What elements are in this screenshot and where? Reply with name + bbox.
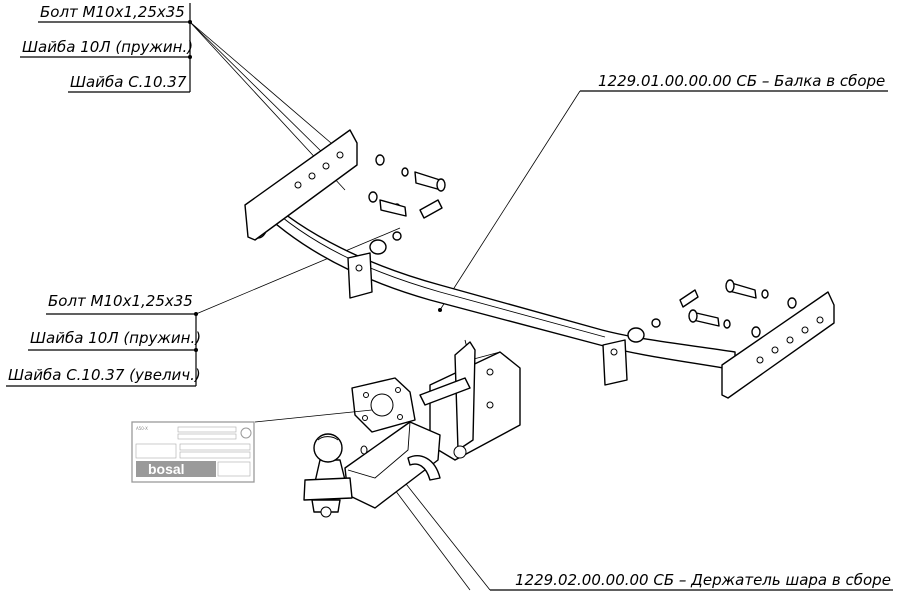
center-bracket xyxy=(419,339,521,461)
label-group-beam: 1229.01.00.00.00 СБ – Балка в сборе xyxy=(438,72,888,312)
label-group-mid: Болт М10х1,25х35 Шайба 10Л (пружин.) Шай… xyxy=(6,227,401,387)
label-bolt-top: Болт М10х1,25х35 xyxy=(40,3,185,21)
info-plate: A50-X bosal xyxy=(131,421,255,483)
label-washer-top: Шайба С.10.37 xyxy=(70,73,187,91)
label-ball-holder-assembly: 1229.02.00.00.00 СБ – Держатель шара в с… xyxy=(515,571,891,589)
label-group-ball: 1229.02.00.00.00 СБ – Держатель шара в с… xyxy=(379,469,893,591)
crossbar-beam xyxy=(244,129,835,399)
label-group-top: Болт М10х1,25х35 Шайба 10Л (пружин.) Шай… xyxy=(20,3,346,191)
label-bolt-mid: Болт М10х1,25х35 xyxy=(48,292,193,310)
label-washer-spring-mid: Шайба 10Л (пружин.) xyxy=(30,329,201,347)
fasteners-right xyxy=(627,279,797,343)
plate-brand-logo: bosal xyxy=(148,461,185,477)
label-washer-spring-top: Шайба 10Л (пружин.) xyxy=(22,38,193,56)
flange-plate xyxy=(254,377,416,433)
label-washer-mid: Шайба С.10.37 (увелич.) xyxy=(8,366,201,384)
label-beam-assembly: 1229.01.00.00.00 СБ – Балка в сборе xyxy=(598,72,885,90)
plate-model: A50-X xyxy=(136,426,148,431)
ball-holder xyxy=(303,421,441,518)
fasteners-left xyxy=(368,154,446,255)
